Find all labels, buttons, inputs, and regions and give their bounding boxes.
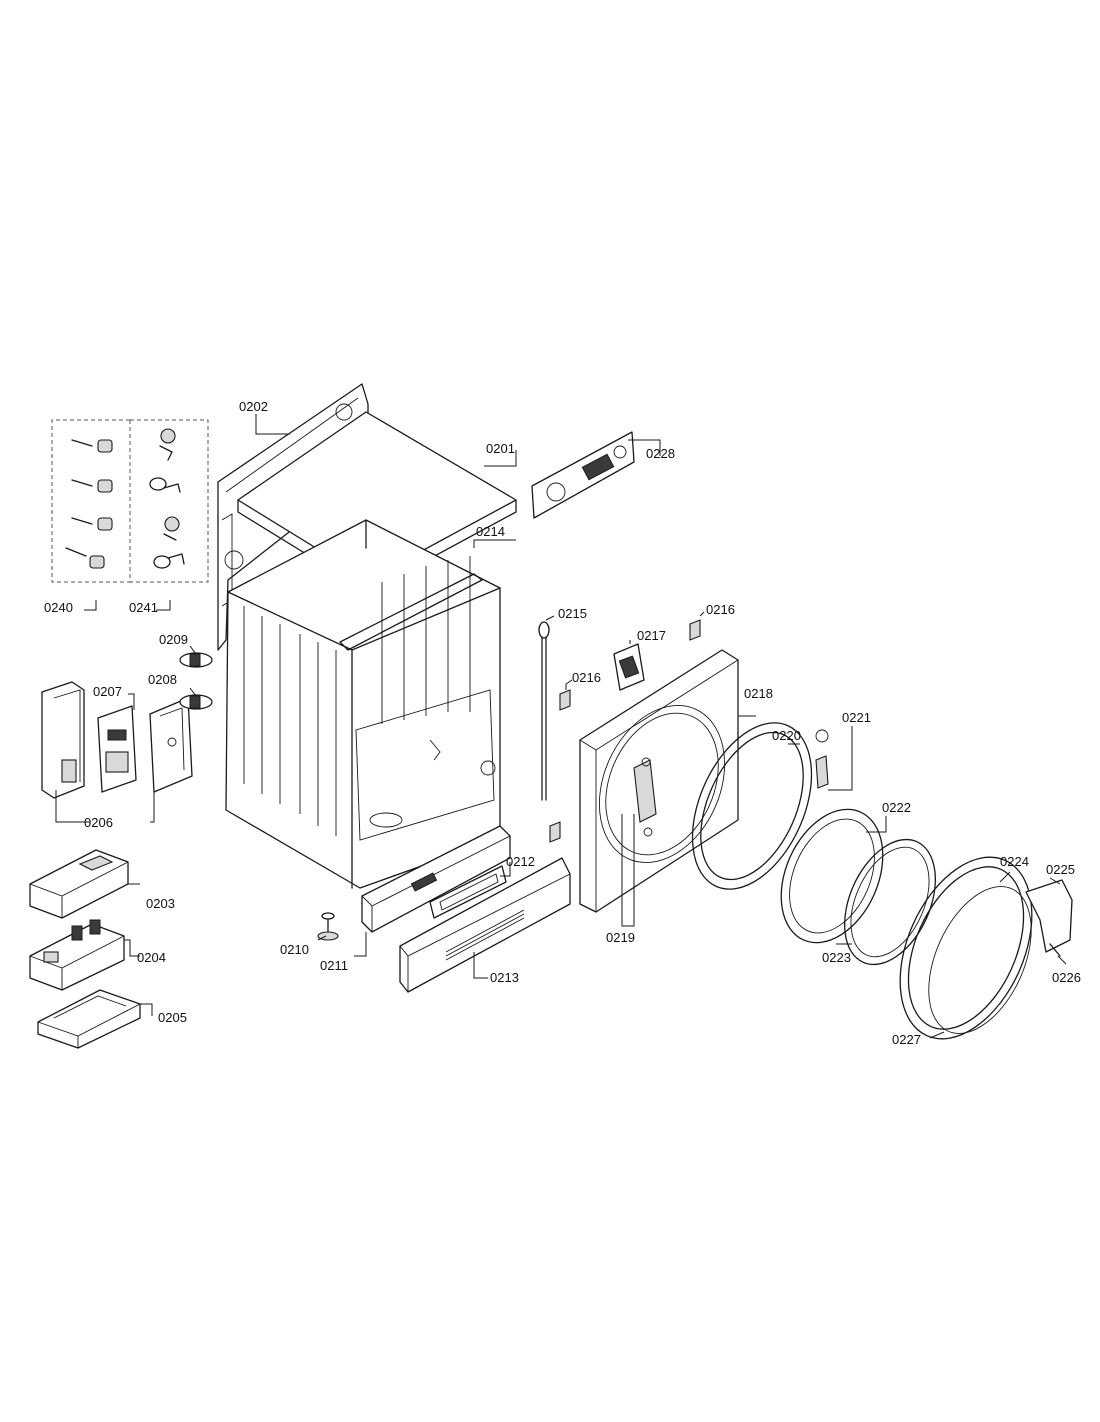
screw-0226 <box>1049 943 1061 957</box>
label-0205: 0205 <box>158 1010 187 1025</box>
label-0208: 0208 <box>148 672 177 687</box>
label-0217: 0217 <box>637 628 666 643</box>
label-0207: 0207 <box>93 684 122 699</box>
door-seal-0223 <box>844 838 936 966</box>
label-0226: 0226 <box>1052 970 1081 985</box>
control-module-0204 <box>29 919 125 991</box>
label-0228: 0228 <box>646 446 675 461</box>
label-0206: 0206 <box>84 815 113 830</box>
latch-0221 <box>815 729 829 789</box>
label-0218: 0218 <box>744 686 773 701</box>
drawer-0207 <box>97 705 137 793</box>
leader-lines <box>55 414 1067 1039</box>
module-cover-0203 <box>29 849 129 919</box>
dispenser-0206 <box>41 681 85 799</box>
label-0201: 0201 <box>486 441 515 456</box>
label-0203: 0203 <box>146 896 175 911</box>
label-0240: 0240 <box>44 600 73 615</box>
kit-0240-screws <box>65 439 113 569</box>
label-0213: 0213 <box>490 970 519 985</box>
part-labels: 0202 0201 0214 0228 0240 0241 0209 0208 … <box>44 399 1081 1047</box>
label-0216-lower: 0216 <box>572 670 601 685</box>
label-0225: 0225 <box>1046 862 1075 877</box>
kit-0241-clips <box>149 428 185 569</box>
foot-0210 <box>317 912 339 941</box>
door-frame-0220 <box>691 722 813 890</box>
top-brace-0214 <box>339 573 483 651</box>
fascia-0228 <box>531 431 635 519</box>
service-flap-0212 <box>429 865 507 919</box>
bracket-0206b <box>149 697 193 793</box>
front-panel-0218 <box>579 649 739 913</box>
label-0209: 0209 <box>159 632 188 647</box>
label-0223: 0223 <box>822 950 851 965</box>
hose-0215 <box>538 621 550 801</box>
label-0224: 0224 <box>1000 854 1029 869</box>
label-0210: 0210 <box>280 942 309 957</box>
valve-0209 <box>179 652 213 668</box>
valve-0208 <box>179 694 213 710</box>
label-0227: 0227 <box>892 1032 921 1047</box>
label-0202: 0202 <box>239 399 268 414</box>
label-0212: 0212 <box>506 854 535 869</box>
clip-0216-upper <box>689 619 701 641</box>
label-0204: 0204 <box>137 950 166 965</box>
door-hinge-0219 <box>633 757 657 837</box>
clip-0216-lower <box>549 689 571 843</box>
plinth-0213 <box>399 857 571 993</box>
label-0220: 0220 <box>772 728 801 743</box>
base-panel-0211 <box>361 825 511 933</box>
label-0211: 0211 <box>320 958 348 973</box>
label-0215: 0215 <box>558 606 587 621</box>
label-0241: 0241 <box>129 600 158 615</box>
door-lock-0217 <box>613 643 645 691</box>
label-0221: 0221 <box>842 710 871 725</box>
label-0222: 0222 <box>882 800 911 815</box>
kit-0240-box <box>51 419 209 583</box>
hinge-cover-0225 <box>1025 879 1073 953</box>
door-ring-0227 <box>899 856 1033 1040</box>
label-0219: 0219 <box>606 930 635 945</box>
module-base-0205 <box>37 989 141 1049</box>
label-0216-upper: 0216 <box>706 602 735 617</box>
door-bowl-0222 <box>780 808 884 944</box>
label-0214: 0214 <box>476 524 505 539</box>
cabinet-body <box>225 519 501 889</box>
